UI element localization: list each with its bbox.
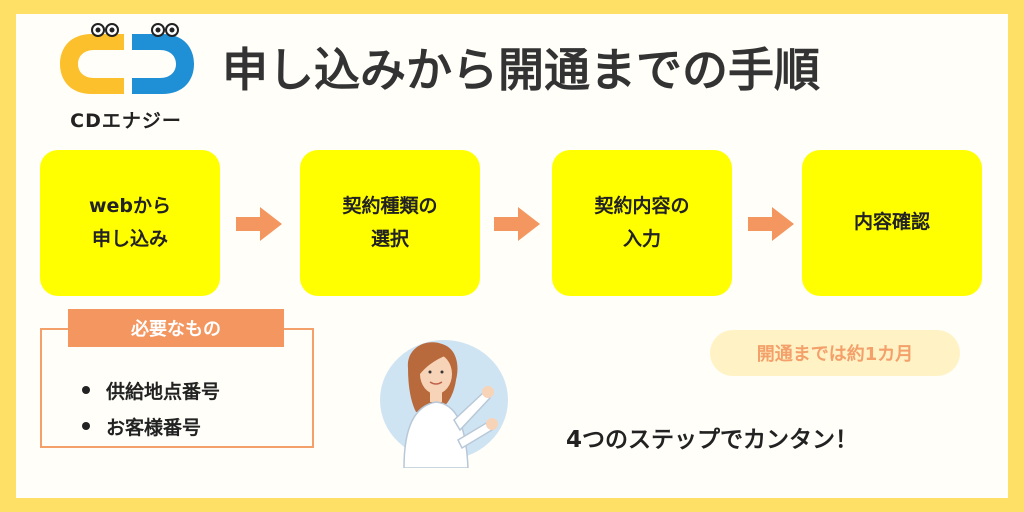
step-1-card: webから 申し込み	[40, 150, 220, 296]
list-item: 供給地点番号	[82, 372, 220, 408]
arrow-right-icon	[494, 207, 540, 241]
step-4-card: 内容確認	[802, 150, 982, 296]
list-item: お客様番号	[82, 408, 220, 444]
logo-mark-icon	[60, 23, 194, 94]
bullet-icon	[82, 386, 90, 394]
logo-wordmark: CDエナジー	[70, 110, 182, 132]
pointing-woman-illustration	[380, 340, 508, 468]
cd-energy-logo: CDエナジー	[46, 22, 206, 132]
requirement-label: 供給地点番号	[106, 380, 221, 403]
requirement-label: お客様番号	[106, 416, 202, 439]
requirements-list: 供給地点番号 お客様番号	[82, 372, 220, 444]
tagline: 4つのステップでカンタン！	[566, 427, 859, 453]
step-2-card: 契約種類の 選択	[300, 150, 480, 296]
step-3-card: 契約内容の 入力	[552, 150, 732, 296]
step-3-label: 契約内容の 入力	[594, 194, 690, 250]
bullet-icon	[82, 422, 90, 430]
arrow-right-icon	[748, 207, 794, 241]
requirements-heading: 必要なもの	[68, 309, 284, 347]
step-4-label: 内容確認	[853, 211, 930, 234]
step-1-label: webから 申し込み	[88, 194, 172, 250]
step-2-label: 契約種類の 選択	[342, 194, 438, 250]
duration-badge: 開通までは約1カ月	[710, 330, 960, 376]
arrow-right-icon	[236, 207, 282, 241]
page-title: 申し込みから開通までの手順	[222, 43, 820, 97]
